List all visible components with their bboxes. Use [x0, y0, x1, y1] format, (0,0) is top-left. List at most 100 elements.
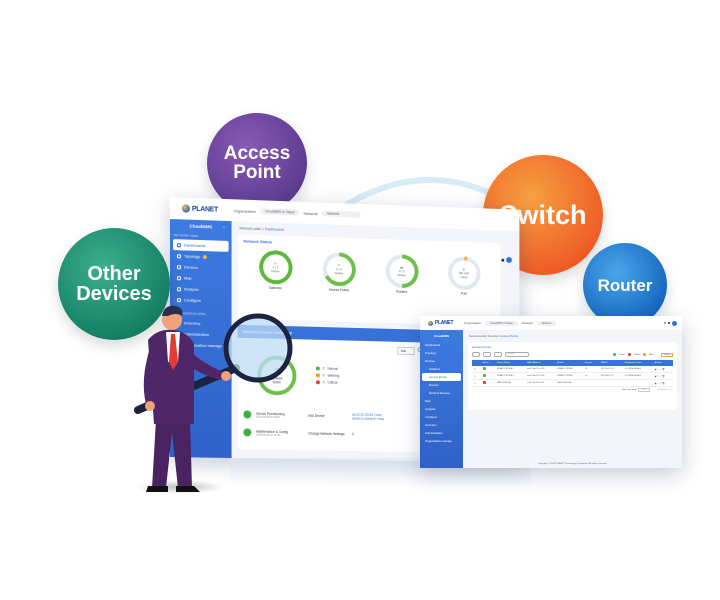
dashboard-icon [176, 242, 181, 247]
user-avatar[interactable] [506, 256, 512, 263]
routers-status[interactable]: ▬ 1 / 2 Online Routers [385, 253, 419, 294]
event-detail: 0 [351, 432, 354, 437]
search-input[interactable]: Search [505, 352, 529, 357]
sidebar-item-network-devices[interactable]: Network Devices [422, 389, 461, 397]
prev-page-icon[interactable]: ‹ [667, 389, 669, 391]
breadcrumb-root[interactable]: Network-wide [469, 334, 486, 338]
column-status[interactable]: Status [480, 360, 496, 366]
help-icon[interactable] [664, 322, 666, 324]
last-page-icon[interactable]: ›| [669, 389, 671, 391]
critical-dot-icon [315, 380, 320, 385]
device-name-cell[interactable]: WNAP-C3220E-2 [495, 372, 526, 380]
globe-icon [428, 320, 433, 326]
collapse-arrow-icon[interactable]: ← [222, 223, 227, 229]
next-page-icon[interactable]: › [668, 389, 670, 391]
column-firmware[interactable]: Firmware Version [622, 360, 653, 366]
rows-per-page-select[interactable]: 10 [638, 388, 651, 392]
access-points-state: Online [334, 271, 344, 276]
sidebar-item-organization-manage[interactable]: Organization manage [422, 437, 461, 445]
network-select[interactable]: Network [536, 320, 557, 326]
sidebar-item-map[interactable]: Map [422, 397, 461, 405]
event-action: Change Network Settings [308, 431, 345, 437]
settings-button[interactable] [472, 352, 480, 357]
column-device-name[interactable]: Device Name [495, 360, 526, 366]
table-title: Access Points [472, 345, 491, 349]
user-avatar[interactable] [672, 320, 677, 326]
switches-state: Online [271, 269, 280, 274]
export-button[interactable]: Export [660, 352, 673, 357]
select-all-column[interactable] [472, 360, 481, 366]
switches-donut: ▭ 2 / 2 Online [258, 249, 293, 285]
sidebar-item-switches[interactable]: Switches [422, 365, 461, 373]
network-select[interactable]: Network [321, 210, 361, 218]
breadcrumb-current: Access Points [500, 334, 519, 338]
notification-bell-icon[interactable] [668, 322, 670, 324]
ip-cell: 192.168.1.21 [598, 372, 623, 380]
network-label: Network [521, 321, 533, 325]
sidebar-item-topology[interactable]: Topology [422, 349, 461, 357]
columns-button[interactable] [494, 352, 502, 357]
sidebar-item-label: Routers [429, 383, 439, 387]
switches-status[interactable]: ▭ 2 / 2 Online Switches [258, 249, 293, 291]
breadcrumb-current: Dashboards [264, 227, 284, 232]
table-row[interactable]: ☐ WNAP-C3220E-2 aa:11:bb:22:cc:44 WNAP-C… [472, 372, 673, 380]
column-mac[interactable]: MAC Address [525, 360, 556, 366]
organization-label: Organization [464, 321, 482, 325]
access-points-table: Status Device Name MAC Address Model Ver… [472, 360, 673, 387]
sidebar-item-configure[interactable]: Configure [422, 413, 461, 421]
breadcrumb-root[interactable]: Network-wide [239, 226, 261, 232]
sidebar-item-dashboards[interactable]: Dashboards [422, 341, 461, 349]
ip-cell: 192.168.1.20 [598, 366, 623, 373]
breadcrumb-devices[interactable]: Devices [488, 334, 499, 338]
sidebar-item-label: Map [425, 399, 431, 403]
legend-offline: Offline [633, 353, 641, 356]
sidebar-item-administration[interactable]: Administration [422, 429, 461, 437]
magnifier-lens [223, 313, 293, 383]
offline-status-icon [482, 381, 486, 384]
sidebar-item-devices[interactable]: Devices [422, 357, 461, 365]
online-status-icon [482, 367, 486, 370]
firmware-cell [622, 379, 653, 387]
organization-select[interactable]: CloudNMS in Taipei [259, 208, 300, 216]
sidebar-item-access-points[interactable]: Access Points [422, 373, 461, 381]
row-checkbox[interactable]: ☐ [472, 379, 481, 387]
sidebar-item-routers[interactable]: Routers [422, 381, 461, 389]
actions-cell[interactable]: ▣ ✎ ⤢ 🗑 [652, 379, 673, 387]
devices-icon [176, 264, 181, 269]
poe-status[interactable]: ψ 0/0 mW Used PoE [447, 256, 481, 296]
first-page-icon[interactable]: |‹ [665, 389, 668, 391]
map-icon [176, 275, 181, 280]
sidebar-item-label: Dashboards [425, 343, 441, 347]
row-checkbox[interactable]: ☐ [472, 366, 481, 373]
device-donuts: ▭ 2 / 2 Online Switches ᯤ 2 / 3 Online A… [237, 247, 500, 298]
period-select[interactable]: Day [397, 346, 415, 356]
actions-cell[interactable]: ▣ ✎ ⤢ 🗑 [652, 372, 673, 380]
pagination: Rows per page: 10 1-3 of 3 |‹ ‹ › ›| [468, 387, 677, 393]
notification-bell-icon[interactable] [501, 258, 505, 262]
normal-label: Normal [327, 366, 338, 371]
sort-button[interactable] [483, 352, 491, 357]
event-detail[interactable]: aa:bb:cc:dd:ee:ff / mac [351, 416, 385, 422]
sidebar-title-text: CloudNMS [189, 223, 213, 230]
organization-select[interactable]: CloudNMS in Taipei [485, 320, 518, 326]
table-row[interactable]: ☐ WAP-W6S-AX aa:11:bb:22:cc:55 WAP-W6S-A… [472, 379, 673, 387]
mac-cell: aa:11:bb:22:cc:33 [525, 366, 556, 373]
column-version[interactable]: Version [582, 360, 599, 366]
sidebar-item-label: Dashboards [183, 242, 206, 249]
column-lan-ip[interactable]: LAN IP [598, 360, 623, 366]
device-name-cell[interactable]: WNAP-C3220E-1 [495, 366, 526, 373]
page-info: 1-3 of 3 [657, 389, 665, 391]
access-points-status[interactable]: ᯤ 2 / 3 Online Access Points [322, 251, 356, 292]
sidebar-item-inventory[interactable]: Inventory [422, 421, 461, 429]
column-model[interactable]: Model [555, 360, 583, 366]
sidebar-item-analysis[interactable]: Analysis [422, 405, 461, 413]
device-name-cell[interactable]: WAP-W6S-AX [495, 379, 526, 387]
row-checkbox[interactable]: ☐ [472, 372, 481, 380]
table-row[interactable]: ☐ WNAP-C3220E-1 aa:11:bb:22:cc:33 WNAP-C… [472, 366, 673, 373]
mac-cell: aa:11:bb:22:cc:55 [525, 379, 556, 387]
actions-cell[interactable]: ▣ ✎ ⤢ 🗑 [652, 366, 673, 373]
